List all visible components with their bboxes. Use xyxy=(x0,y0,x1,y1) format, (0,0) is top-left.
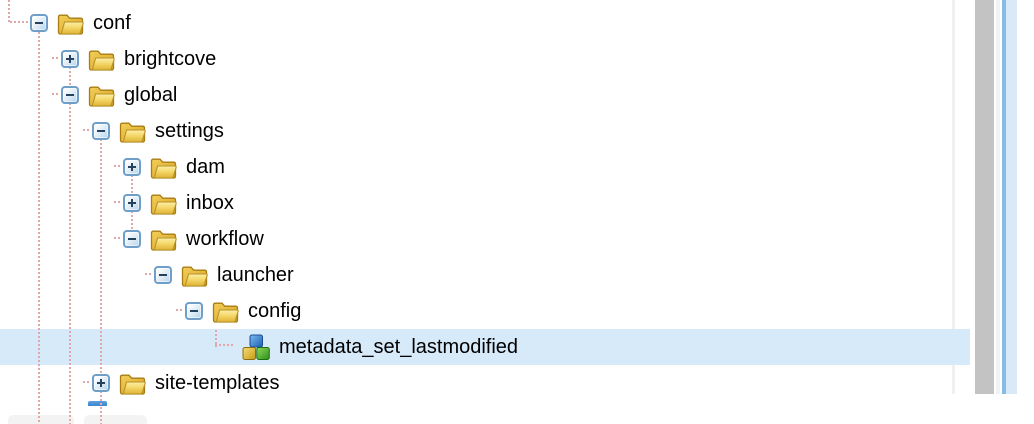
tree-node-metadata_set_lastmodified[interactable]: metadata_set_lastmodified xyxy=(0,329,970,365)
cutoff-next-node-fragment xyxy=(88,401,107,406)
folder-icon[interactable] xyxy=(118,370,146,397)
tree-node-label[interactable]: workflow xyxy=(186,227,264,250)
folder-icon[interactable] xyxy=(149,226,177,253)
collapse-minus-icon[interactable] xyxy=(30,14,48,32)
tree-node-label[interactable]: site-templates xyxy=(155,371,280,394)
tree-node-launcher[interactable]: launcher xyxy=(0,257,970,293)
folder-icon[interactable] xyxy=(149,190,177,217)
panel-divider-blue-band xyxy=(1006,0,1017,394)
folder-icon[interactable] xyxy=(180,262,208,289)
tree-node-label[interactable]: dam xyxy=(186,155,225,178)
tree-node-label[interactable]: settings xyxy=(155,119,224,142)
tree-node-config[interactable]: config xyxy=(0,293,970,329)
expand-plus-icon[interactable] xyxy=(123,158,141,176)
tree-node-label[interactable]: inbox xyxy=(186,191,234,214)
tree-node-dam[interactable]: dam xyxy=(0,149,970,185)
tree-node-label[interactable]: config xyxy=(248,299,302,322)
vertical-scrollbar-thumb[interactable] xyxy=(975,0,994,394)
tree-node-conf[interactable]: conf xyxy=(0,5,970,41)
tree-node-site-templates[interactable]: site-templates xyxy=(0,365,970,401)
cutoff-bottom-fragment-1 xyxy=(8,415,74,424)
node-cubes-icon[interactable] xyxy=(242,334,270,361)
expand-plus-icon[interactable] xyxy=(123,194,141,212)
collapse-minus-icon[interactable] xyxy=(154,266,172,284)
tree-node-label[interactable]: global xyxy=(124,83,178,106)
tree-node-label[interactable]: metadata_set_lastmodified xyxy=(279,335,519,358)
folder-icon[interactable] xyxy=(56,10,84,37)
tree-node-inbox[interactable]: inbox xyxy=(0,185,970,221)
folder-icon[interactable] xyxy=(118,118,146,145)
tree-node-settings[interactable]: settings xyxy=(0,113,970,149)
collapse-minus-icon[interactable] xyxy=(185,302,203,320)
tree-node-workflow[interactable]: workflow xyxy=(0,221,970,257)
tree: conf brightcove global settings dam inbo… xyxy=(0,5,970,401)
tree-node-label[interactable]: conf xyxy=(93,11,131,34)
scrollbar-track-edge xyxy=(952,0,955,394)
tree-node-label[interactable]: brightcove xyxy=(124,47,217,70)
folder-icon[interactable] xyxy=(149,154,177,181)
panel-divider-gray xyxy=(996,0,1000,394)
folder-icon[interactable] xyxy=(87,46,115,73)
tree-node-label[interactable]: launcher xyxy=(217,263,294,286)
collapse-minus-icon[interactable] xyxy=(123,230,141,248)
expand-plus-icon[interactable] xyxy=(61,50,79,68)
folder-icon[interactable] xyxy=(211,298,239,325)
selected-row-highlight xyxy=(0,329,970,365)
tree-node-global[interactable]: global xyxy=(0,77,970,113)
cutoff-bottom-fragment-2 xyxy=(84,415,147,424)
tree-node-brightcove[interactable]: brightcove xyxy=(0,41,970,77)
folder-icon[interactable] xyxy=(87,82,115,109)
collapse-minus-icon[interactable] xyxy=(61,86,79,104)
collapse-minus-icon[interactable] xyxy=(92,122,110,140)
expand-plus-icon[interactable] xyxy=(92,374,110,392)
panel-divider-blue-line xyxy=(1002,0,1006,394)
